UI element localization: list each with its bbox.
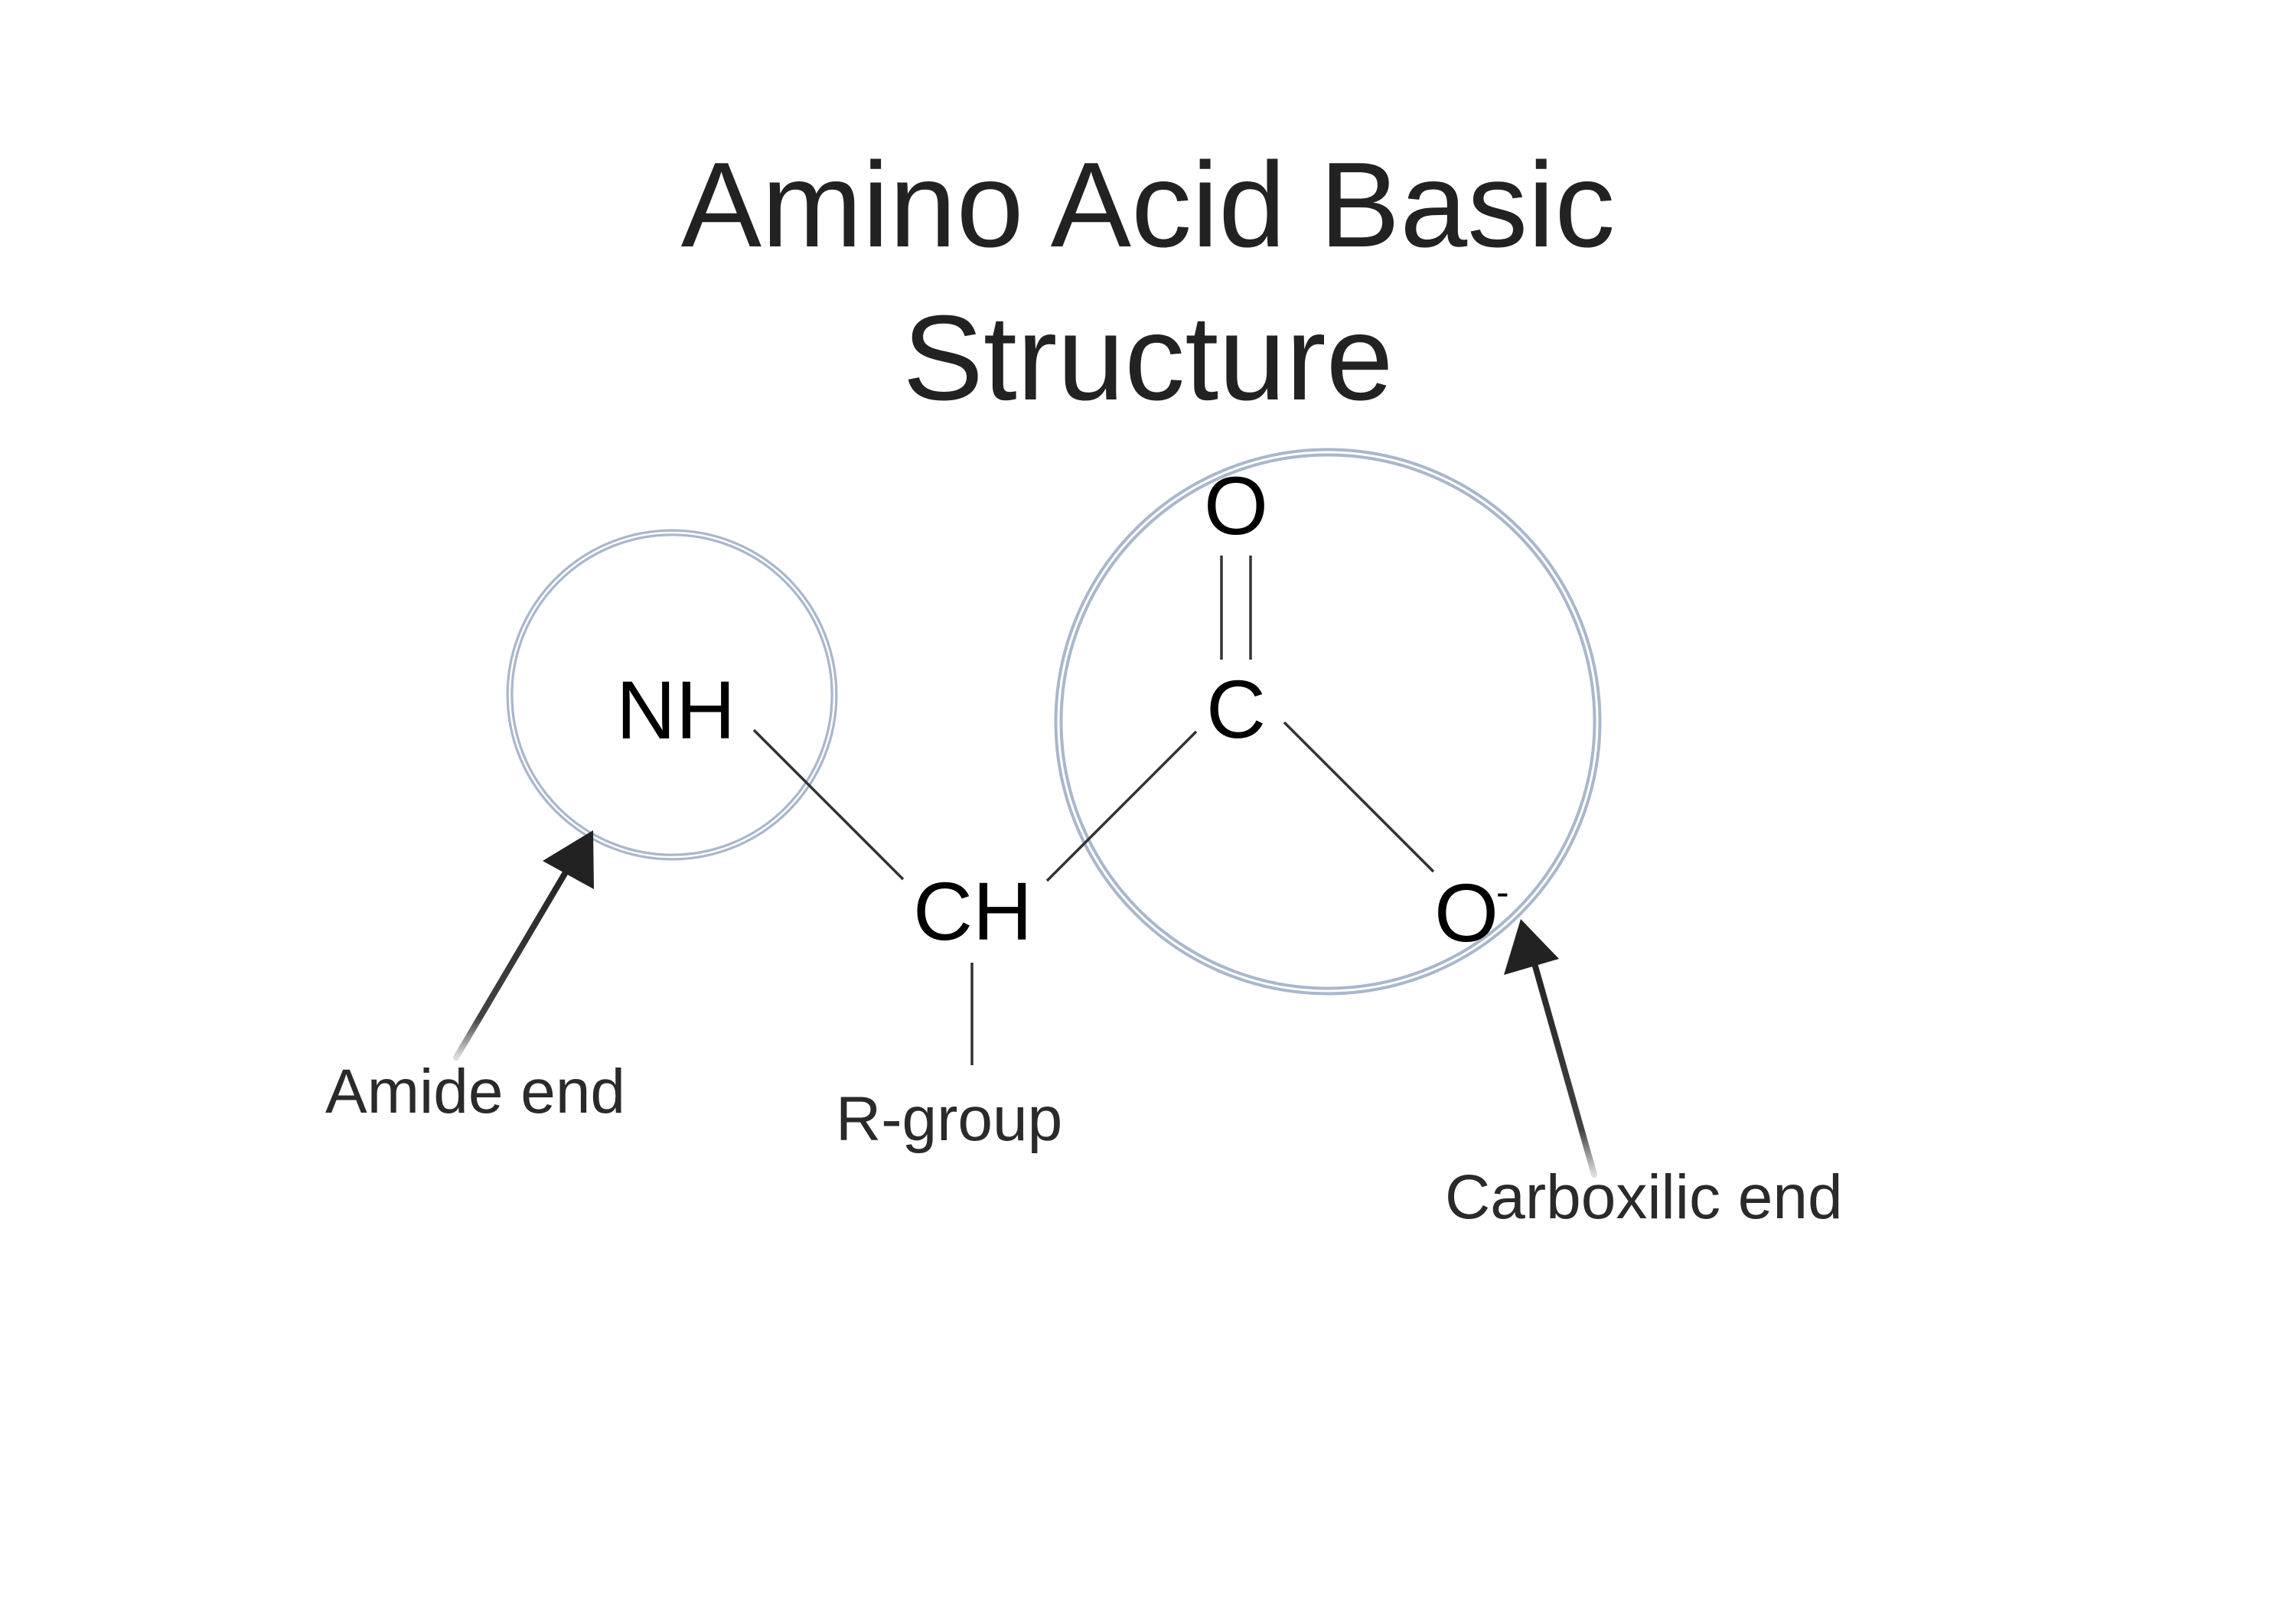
title-line-2: Structure [902, 291, 1393, 425]
atom-carbonyl-oxygen: O [1204, 459, 1268, 552]
bond-ch-c [1045, 730, 1198, 882]
label-carboxilic-end: Carboxilic end [1445, 1162, 1843, 1232]
arrow-up-right-icon [453, 830, 594, 1061]
bond-c-o-single [1283, 721, 1435, 873]
carboxyl-highlight-circle [1054, 448, 1602, 996]
atom-negative-charge: - [1496, 871, 1509, 914]
bond-nh-ch [752, 729, 905, 881]
atom-ch: CH [913, 865, 1032, 957]
amine-highlight-circle [506, 529, 838, 861]
atom-carboxyl-carbon: C [1206, 663, 1266, 755]
title-line-1: Amino Acid Basic [681, 138, 1616, 272]
atom-nh: NH [616, 663, 735, 756]
label-r-group: R-group [836, 1084, 1062, 1154]
arrow-up-left-icon [1504, 919, 1597, 1178]
label-amide-end: Amide end [325, 1057, 625, 1126]
atom-carboxylate-oxygen: O [1434, 866, 1499, 959]
